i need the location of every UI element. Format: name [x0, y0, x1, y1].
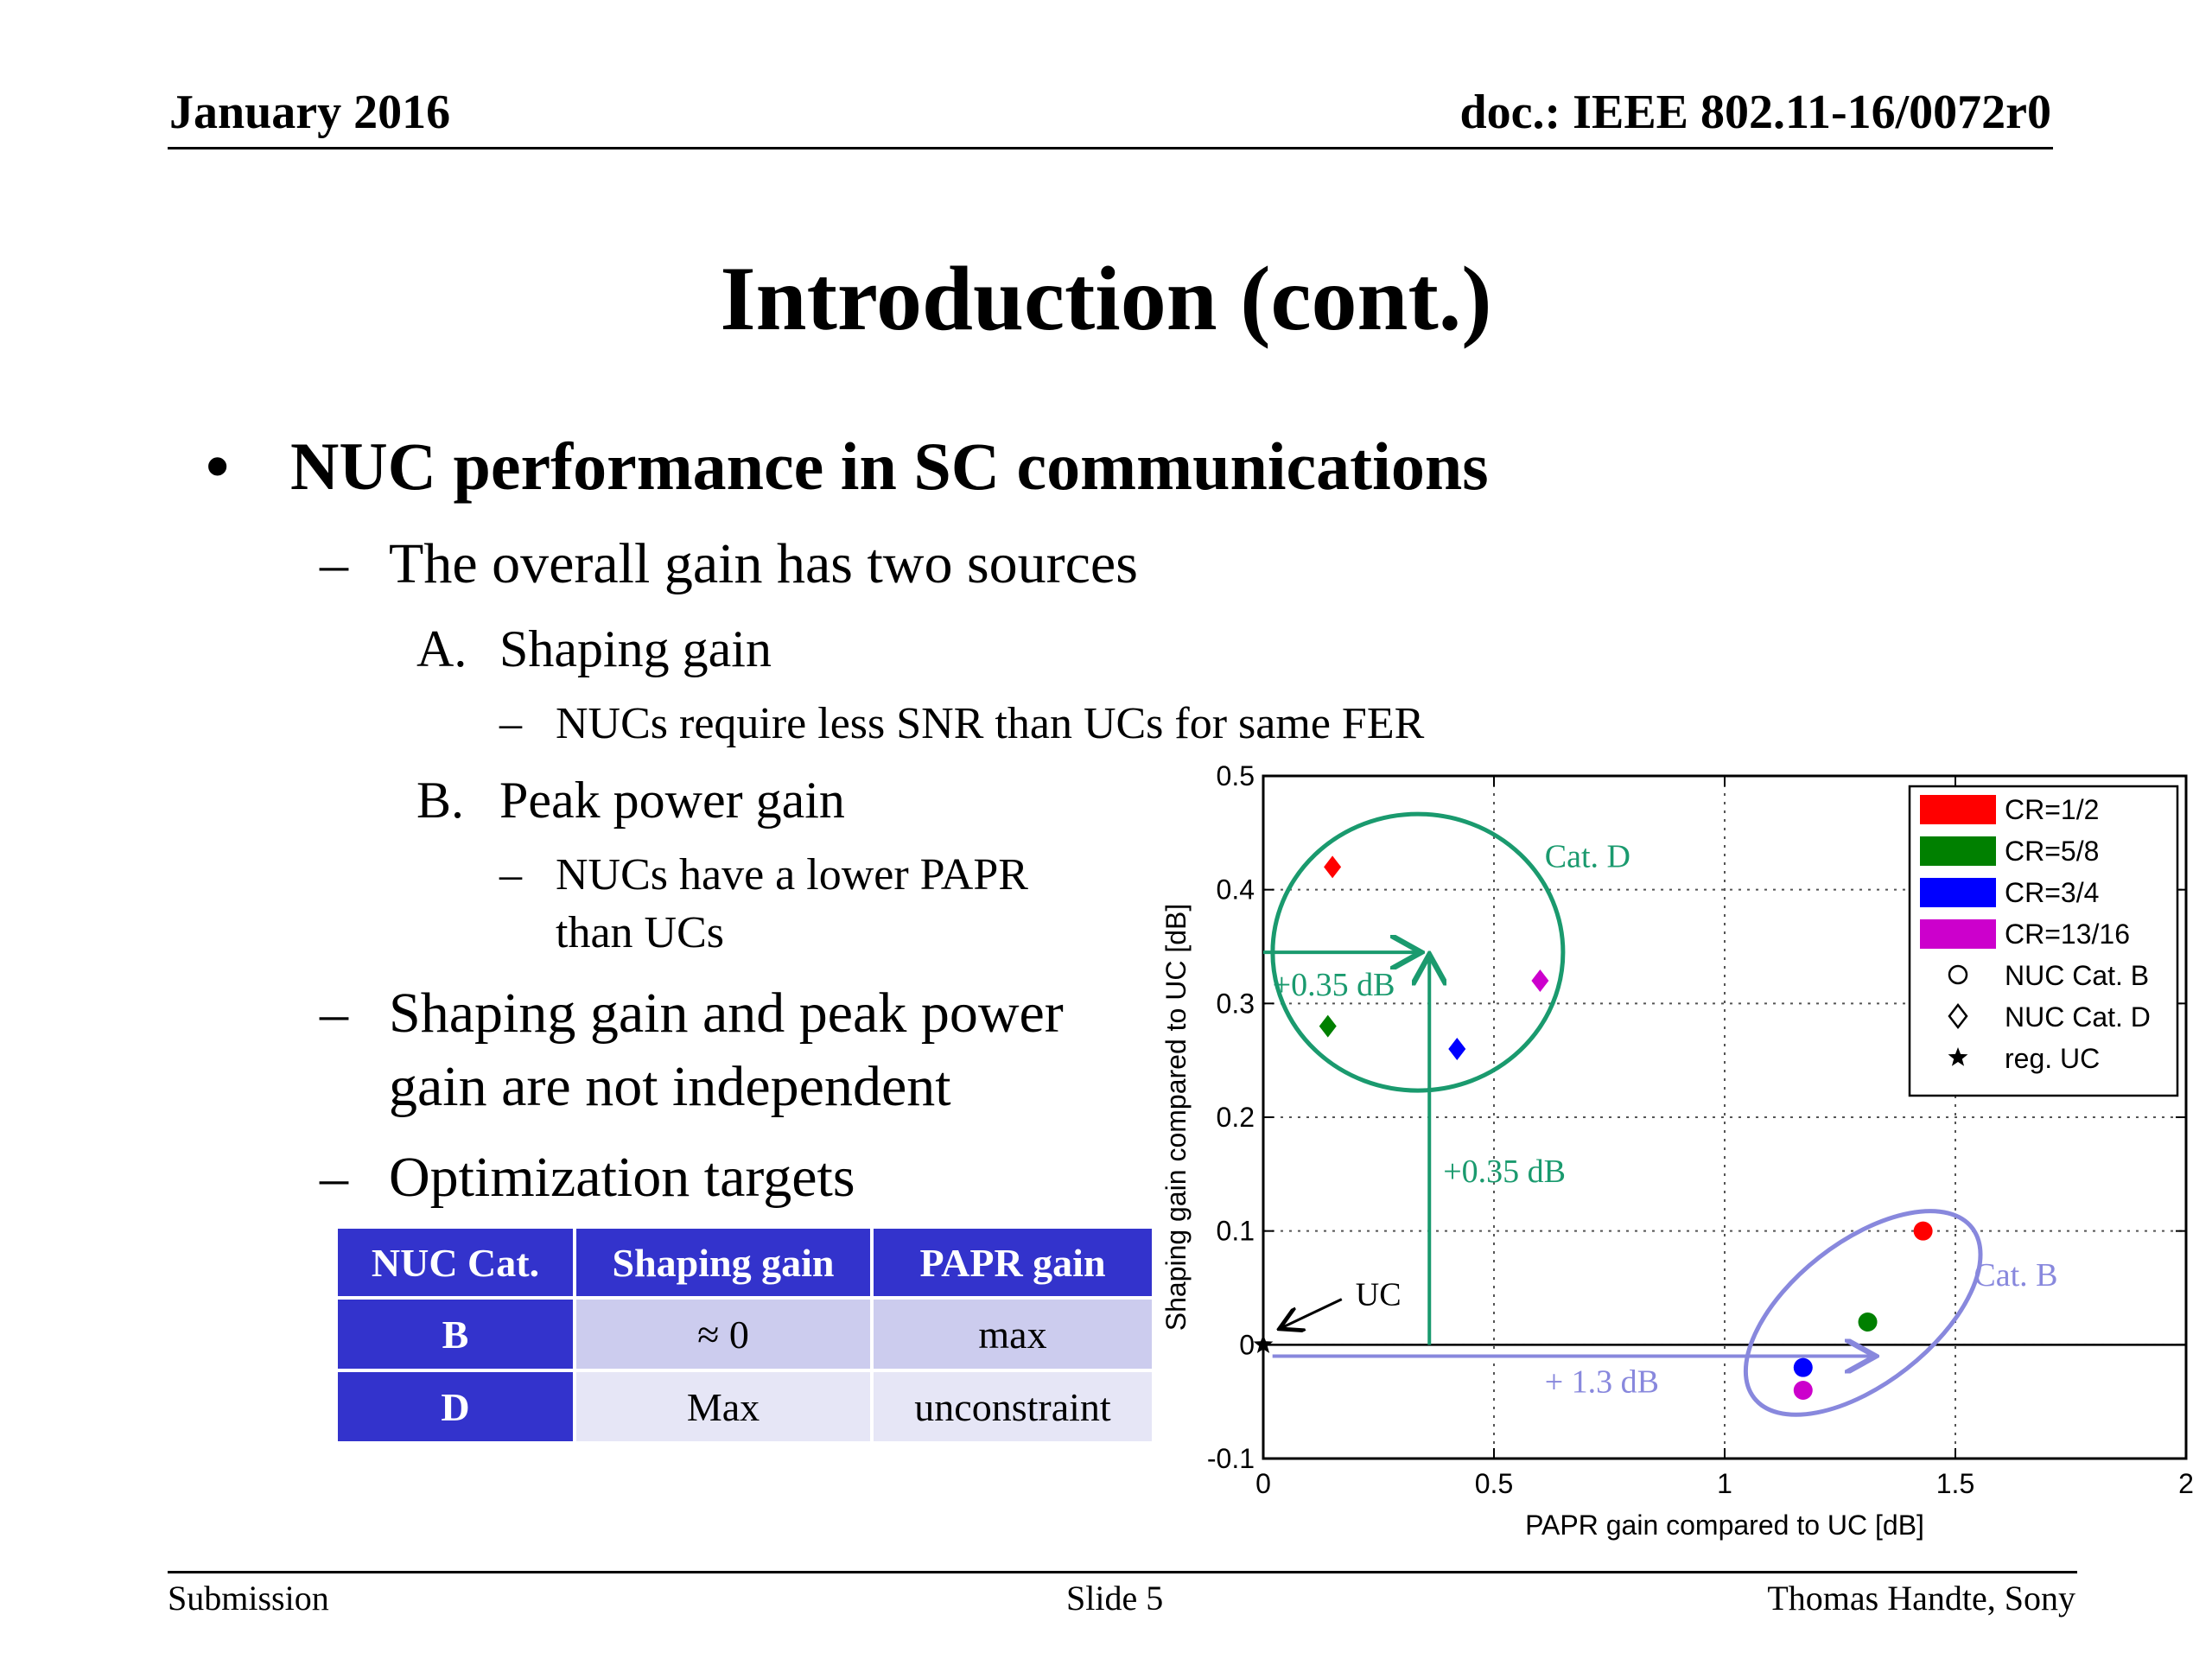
gain-label: +0.35 dB	[1443, 1154, 1566, 1190]
table-cell: Max	[573, 1369, 874, 1445]
x-axis-label: PAPR gain compared to UC [dB]	[1525, 1510, 1924, 1541]
table-header-row: NUC Cat. Shaping gain PAPR gain	[334, 1225, 1155, 1300]
data-point	[1793, 1381, 1813, 1400]
footer-submission: Submission	[168, 1579, 329, 1618]
data-point	[1913, 1221, 1933, 1241]
list-marker-b: B.	[416, 772, 465, 829]
x-tick-label: 0.5	[1475, 1468, 1513, 1499]
data-point	[1858, 1313, 1878, 1332]
slide-title: Introduction (cont.)	[720, 248, 1492, 349]
legend-label: CR=3/4	[2005, 877, 2099, 908]
table-header: PAPR gain	[870, 1225, 1155, 1300]
x-tick-label: 1	[1717, 1468, 1732, 1499]
optimization-table: NUC Cat. Shaping gain PAPR gain B ≈ 0 ma…	[334, 1225, 1155, 1445]
gain-label: +0.35 dB	[1273, 967, 1395, 1003]
legend-swatch	[1920, 878, 1996, 907]
circle-marker-icon	[1948, 964, 1968, 985]
y-tick-label: 0	[1239, 1329, 1255, 1360]
legend-swatch	[1920, 836, 1996, 866]
gain-label: + 1.3 dB	[1545, 1364, 1659, 1401]
table-row: D Max unconstraint	[334, 1369, 1155, 1445]
sub-item-papr-1: NUCs have a lower PAPR	[556, 850, 1028, 899]
legend-swatch	[1920, 795, 1996, 824]
legend-label: CR=5/8	[2005, 836, 2099, 867]
bullet-sources: The overall gain has two sources	[389, 532, 1138, 595]
footer-slide-number: Slide 5	[1066, 1579, 1164, 1618]
bullet-dot: •	[206, 429, 230, 504]
table-header: NUC Cat.	[334, 1225, 576, 1300]
y-tick-label: 0.2	[1217, 1102, 1255, 1133]
table-cell: B	[334, 1296, 576, 1372]
legend-label: CR=13/16	[2005, 918, 2130, 950]
legend-label: NUC Cat. B	[2005, 960, 2149, 991]
y-tick-label: 0.5	[1217, 760, 1255, 791]
header-date: January 2016	[169, 86, 451, 139]
data-point	[1319, 1014, 1337, 1038]
data-point	[1448, 1038, 1466, 1060]
legend-label: NUC Cat. D	[2005, 1001, 2151, 1033]
dash-marker: –	[499, 850, 522, 899]
list-marker-a: A.	[416, 620, 467, 677]
y-tick-label: 0.4	[1217, 874, 1255, 906]
header-doc-id: doc.: IEEE 802.11-16/0072r0	[1459, 86, 2051, 139]
y-tick-label: 0.1	[1217, 1216, 1255, 1247]
uc-pointer-arrow	[1281, 1298, 1343, 1328]
uc-label: UC	[1356, 1276, 1402, 1313]
y-tick-label: -0.1	[1207, 1443, 1255, 1474]
table-row: B ≈ 0 max	[334, 1296, 1155, 1372]
table-cell: max	[870, 1296, 1155, 1372]
cat-b-ellipse	[1743, 1209, 1983, 1417]
bullet-main: NUC performance in SC communications	[290, 429, 1489, 504]
bullet-not-independent-1: Shaping gain and peak power	[389, 982, 1064, 1045]
star-marker-icon	[1948, 1047, 1968, 1066]
x-tick-label: 2	[2178, 1468, 2194, 1499]
data-point	[1253, 1334, 1274, 1353]
table-cell: D	[334, 1369, 576, 1445]
bullet-optimization: Optimization targets	[389, 1146, 855, 1209]
data-point	[1793, 1357, 1813, 1377]
table-cell: unconstraint	[870, 1369, 1155, 1445]
dash-marker: –	[320, 532, 348, 595]
data-point	[1324, 855, 1342, 879]
diamond-marker-icon	[1948, 1002, 1968, 1030]
legend-swatch	[1920, 919, 1996, 949]
sub-item-snr: NUCs require less SNR than UCs for same …	[556, 699, 1425, 748]
dash-marker: –	[320, 1146, 348, 1209]
table-header: Shaping gain	[573, 1225, 874, 1300]
dash-marker: –	[320, 982, 348, 1045]
list-item-shaping-gain: Shaping gain	[499, 620, 772, 677]
y-axis-label: Shaping gain compared to UC [dB]	[1160, 904, 1192, 1332]
list-item-peak-power-gain: Peak power gain	[499, 772, 845, 829]
plot-area	[1262, 774, 2188, 1460]
bullet-not-independent-2: gain are not independent	[389, 1055, 951, 1118]
x-tick-label: 1.5	[1936, 1468, 1974, 1499]
data-point	[1531, 969, 1549, 992]
cat-b-label: Cat. B	[1974, 1257, 2057, 1294]
sub-item-papr-2: than UCs	[556, 908, 724, 957]
footer-rule	[168, 1571, 2077, 1573]
cat-d-label: Cat. D	[1545, 838, 1630, 874]
table-cell: ≈ 0	[573, 1296, 874, 1372]
footer-author: Thomas Handte, Sony	[1767, 1579, 2075, 1618]
legend-label: CR=1/2	[2005, 794, 2099, 825]
header-rule	[168, 147, 2053, 149]
legend-label: reg. UC	[2005, 1043, 2100, 1074]
x-tick-label: 0	[1255, 1468, 1271, 1499]
y-tick-label: 0.3	[1217, 988, 1255, 1019]
dash-marker: –	[499, 699, 522, 748]
